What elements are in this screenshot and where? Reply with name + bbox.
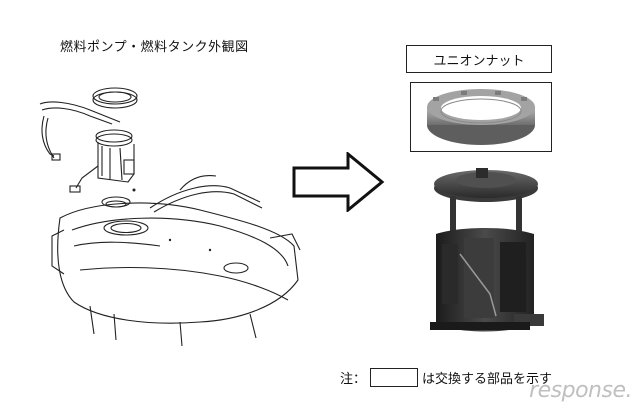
legend-box-sample [370,368,419,387]
union-nut-icon [427,89,535,145]
note-suffix: は交換する部品を示す [422,372,553,387]
diagram-title: 燃料ポンプ・燃料タンク外観図 [60,40,249,55]
union-nut-label: ユニオンナット [406,45,552,73]
note-prefix: 注： [340,372,367,387]
replacement-part-box [410,82,552,152]
watermark-logo: response. [529,378,632,403]
legend-note: 注： は交換する部品を示す [340,368,552,387]
fuel-pump-photo [430,168,544,332]
fuel-tank-line-drawing [39,87,301,347]
right-arrow-icon [292,152,385,212]
